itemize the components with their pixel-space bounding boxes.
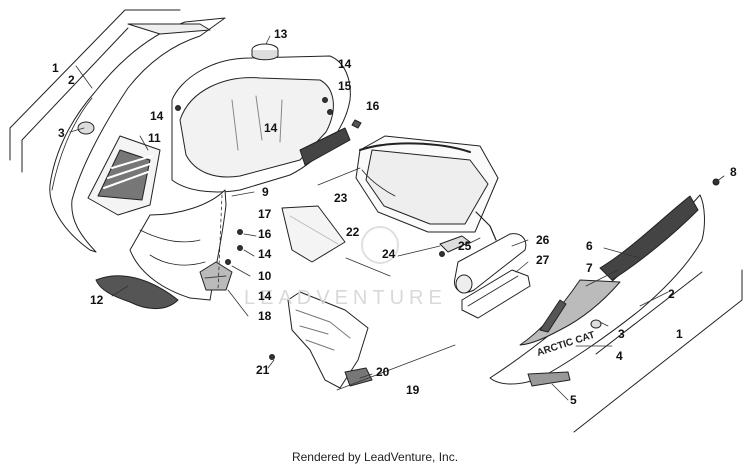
- callout-18: 18: [258, 309, 272, 323]
- storage-tray: [355, 135, 499, 233]
- render-credit: Rendered by LeadVenture, Inc.: [291, 450, 459, 464]
- windshield-panel: [281, 205, 346, 263]
- strap: [439, 211, 497, 257]
- callout-5: 5: [570, 393, 577, 407]
- callout-13: 13: [274, 27, 288, 41]
- left-grille: [87, 135, 161, 216]
- callout-9: 9: [262, 185, 269, 199]
- mesh-screen: [95, 275, 179, 309]
- watermark: [361, 226, 399, 264]
- callout-3-right: 3: [618, 327, 625, 341]
- watermark-text: LEADVENTURE: [244, 287, 447, 309]
- callout-3-left: 3: [58, 126, 65, 140]
- leader-lines: [69, 35, 725, 401]
- callout-14-d: 14: [258, 247, 272, 261]
- storage-tube: [453, 233, 531, 319]
- fuel-cap: [251, 43, 279, 61]
- callout-14-c: 14: [338, 57, 352, 71]
- callout-1-left: 1: [52, 61, 59, 75]
- callout-labels: 1 2 3 4 5 6 7 8 9 10 11 12 13 14 14 14 1…: [52, 27, 737, 407]
- callout-14-b: 14: [264, 121, 278, 135]
- callout-25: 25: [458, 239, 472, 253]
- callout-16-a: 16: [366, 99, 380, 113]
- callout-20: 20: [376, 365, 390, 379]
- right-panel-bracket: [573, 269, 743, 433]
- callout-2-left: 2: [68, 73, 75, 87]
- callout-11: 11: [148, 131, 161, 145]
- hardware: [175, 97, 720, 360]
- callout-12: 12: [90, 293, 104, 307]
- latch: [199, 261, 233, 291]
- callout-14-e: 14: [258, 289, 272, 303]
- callout-24: 24: [382, 247, 396, 261]
- callout-16-b: 16: [258, 227, 272, 241]
- callout-17: 17: [258, 207, 272, 221]
- callout-21: 21: [256, 363, 270, 377]
- callout-27: 27: [536, 253, 550, 267]
- callout-22: 22: [346, 225, 360, 239]
- callout-4: 4: [616, 349, 623, 363]
- callout-19: 19: [406, 383, 420, 397]
- right-side-panel: [489, 194, 705, 387]
- left-panel-bracket: [9, 9, 181, 173]
- callout-8: 8: [730, 165, 737, 179]
- left-side-panel: [49, 17, 226, 253]
- callout-14-a: 14: [150, 109, 164, 123]
- callout-7: 7: [586, 261, 593, 275]
- callout-1-right: 1: [676, 327, 683, 341]
- callout-6: 6: [586, 239, 593, 253]
- nose-cone: [129, 55, 351, 301]
- callout-26: 26: [536, 233, 550, 247]
- callout-2-right: 2: [668, 287, 675, 301]
- callout-10: 10: [258, 269, 272, 283]
- callout-15: 15: [338, 79, 352, 93]
- callout-23: 23: [334, 191, 348, 205]
- nose-support-bracket: [287, 291, 373, 389]
